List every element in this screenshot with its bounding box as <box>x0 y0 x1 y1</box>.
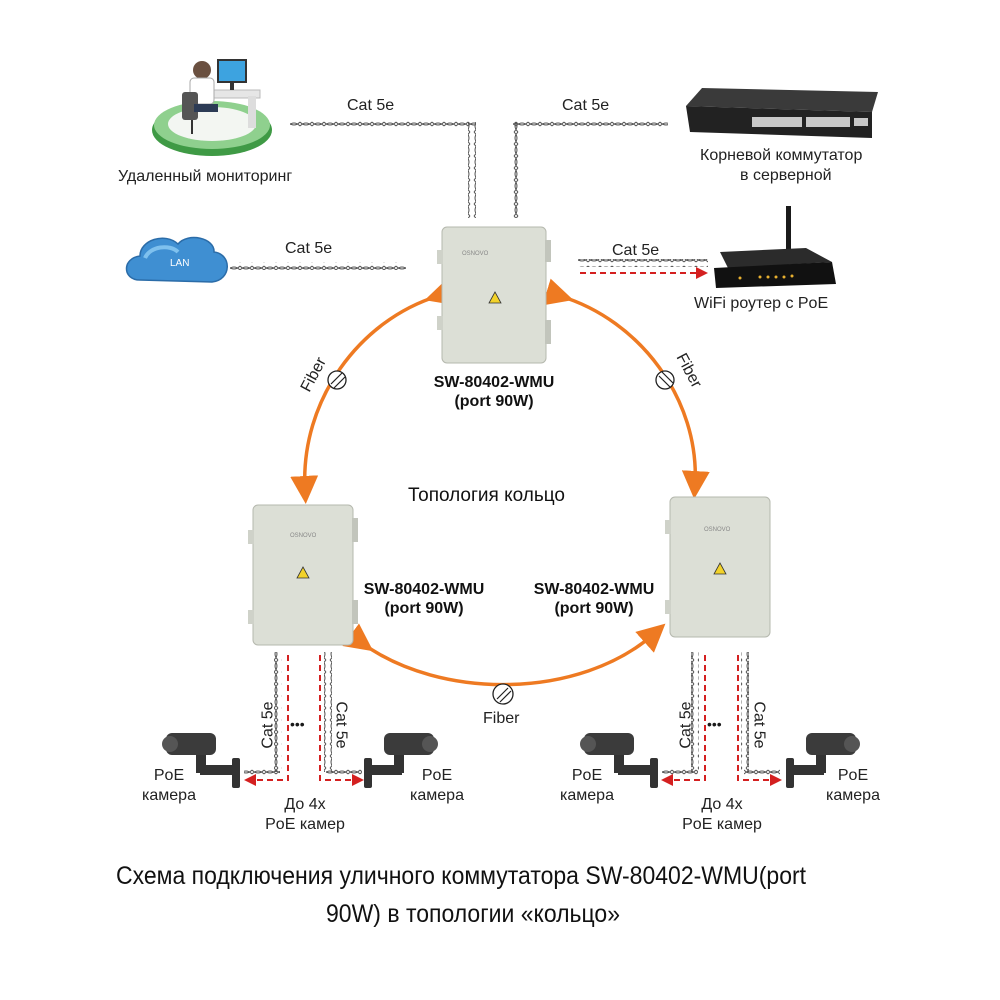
camera-group-line1: До 4х <box>284 796 326 813</box>
switch-left-brand: OSNOVO <box>290 533 317 539</box>
fiber-arc-right <box>542 278 710 499</box>
cable-left-cam-1-h <box>244 768 280 776</box>
switch-top-brand: OSNOVO <box>462 251 489 257</box>
remote-monitoring-icon <box>152 59 272 156</box>
camera-label: PoE камера <box>818 766 888 806</box>
camera-label-line2: камера <box>410 787 464 804</box>
camera-label: PoE камера <box>552 766 622 806</box>
camera-label-line1: PoE <box>837 767 869 784</box>
switch-right-brand: OSNOVO <box>704 527 731 533</box>
poe-arrow-right-cam-2 <box>737 655 782 786</box>
switch-top-model-text: SW-80402-WMU <box>433 374 555 391</box>
wifi-router-label: WiFi роутер с PoE <box>694 295 829 312</box>
core-switch-label-1: Корневой коммутатор <box>700 147 863 164</box>
cable-left-cam-1-v <box>274 652 282 772</box>
cable-monitoring-v <box>468 122 476 218</box>
camera-group-label-right: До 4х PoE камер <box>667 795 777 835</box>
poe-arrow-left-cam-1 <box>244 655 289 786</box>
cable-lan <box>230 262 406 270</box>
camera-label-line2: камера <box>560 787 614 804</box>
fiber-arc-left <box>290 278 456 504</box>
switch-top-model: SW-80402-WMU (port 90W) <box>428 373 560 411</box>
poe-arrow-right-cam-1 <box>661 655 706 786</box>
switch-right-model-text: SW-80402-WMU <box>533 581 655 598</box>
cable-right-cam-1-h <box>662 768 698 776</box>
wifi-router-icon <box>714 206 836 288</box>
remote-monitoring-label: Удаленный мониторинг <box>118 168 293 185</box>
core-switch-label-2: в серверной <box>740 167 832 184</box>
fiber-arc-bottom <box>342 623 666 687</box>
camera-label-line1: PoE <box>421 767 453 784</box>
lan-cloud-icon <box>125 236 228 283</box>
camera-label-line1: PoE <box>153 767 185 784</box>
camera-label-line2: камера <box>142 787 196 804</box>
core-switch-icon <box>686 88 878 138</box>
ellipsis-left: ••• <box>290 716 305 732</box>
switch-left-enclosure <box>248 504 358 646</box>
camera-label: PoE камера <box>402 766 472 806</box>
switch-right-model: SW-80402-WMU (port 90W) <box>528 580 660 618</box>
cable-label-core: Cat 5e <box>562 97 610 114</box>
lan-label: LAN <box>170 258 190 269</box>
switch-left-port-text: (port 90W) <box>384 600 464 617</box>
poe-camera-icon <box>786 733 860 788</box>
poe-arrow-left-cam-2 <box>319 655 364 786</box>
camera-group-line2: PoE камер <box>682 816 762 833</box>
cable-label-right-cam-2: Cat 5e <box>750 701 768 749</box>
ellipsis-right: ••• <box>707 716 722 732</box>
poe-camera-icon <box>162 733 240 788</box>
cable-left-cam-2-h <box>326 768 362 776</box>
fiber-label-bottom: Fiber <box>483 710 520 727</box>
cable-right-cam-2-h <box>744 768 780 776</box>
caption-line-1: Схема подключения уличного коммутатора S… <box>116 862 807 890</box>
switch-right-port-text: (port 90W) <box>554 600 634 617</box>
cable-label-monitoring: Cat 5e <box>347 97 395 114</box>
camera-label: PoE камера <box>134 766 204 806</box>
cable-label-lan: Cat 5e <box>285 240 333 257</box>
switch-left-model-text: SW-80402-WMU <box>363 581 485 598</box>
fiber-connector-icon <box>327 370 347 390</box>
cable-label-left-cam-2: Cat 5e <box>332 701 350 749</box>
cable-monitoring-h <box>290 119 476 127</box>
fiber-connector-icon <box>655 370 675 390</box>
cable-core-h <box>513 119 668 127</box>
switch-left-model: SW-80402-WMU (port 90W) <box>358 580 490 618</box>
camera-group-line1: До 4х <box>701 796 743 813</box>
switch-top-enclosure <box>437 226 551 364</box>
cable-core-v <box>513 122 521 218</box>
switch-top-port-text: (port 90W) <box>454 393 534 410</box>
cable-router <box>578 259 708 267</box>
cable-right-cam-1-v <box>691 652 699 772</box>
fiber-connector-icon <box>492 683 514 705</box>
camera-group-label-left: До 4х PoE камер <box>250 795 360 835</box>
caption-line-2: 90W) в топологии «кольцо» <box>326 900 621 928</box>
cable-label-left-cam-1: Cat 5e <box>259 701 277 749</box>
camera-label-line1: PoE <box>571 767 603 784</box>
camera-group-line2: PoE камер <box>265 816 345 833</box>
poe-camera-icon <box>580 733 658 788</box>
cable-label-router: Cat 5e <box>612 242 660 259</box>
cable-label-right-cam-1: Cat 5e <box>677 701 695 749</box>
topology-label: Топология кольцо <box>408 485 566 506</box>
cable-right-cam-2-v <box>741 652 749 772</box>
switch-right-enclosure <box>665 496 771 638</box>
camera-label-line2: камера <box>826 787 880 804</box>
cable-left-cam-2-v <box>324 652 332 772</box>
poe-camera-icon <box>364 733 438 788</box>
